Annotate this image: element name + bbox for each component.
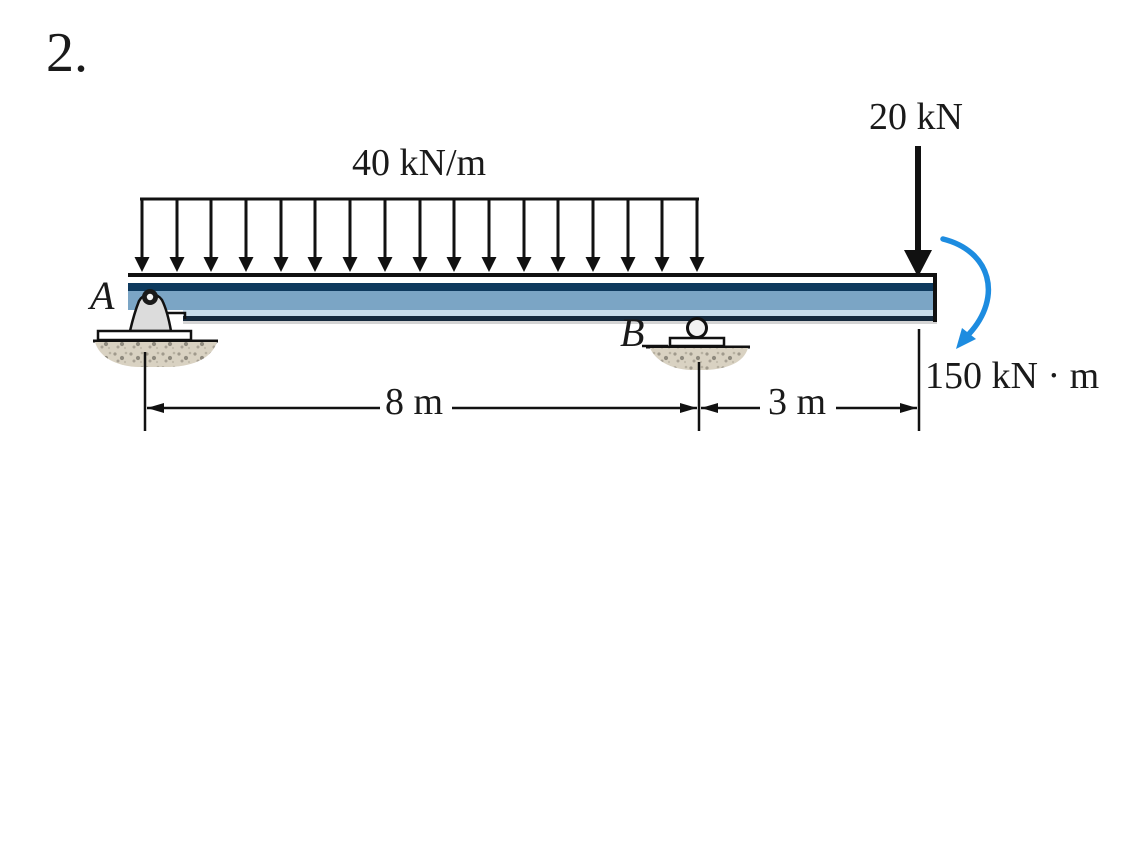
moment-arrow-icon [940, 236, 992, 349]
moment-value: 150 kN · m [925, 355, 1100, 397]
beam [128, 273, 937, 324]
point-load-arrow [904, 146, 932, 277]
dimension-3m: 3 m [768, 381, 827, 423]
dimension-lines [143, 329, 921, 431]
problem-number: 2. [46, 22, 88, 84]
beam-left-step [160, 311, 187, 319]
ground-hatch-a [95, 342, 217, 367]
point-load-value: 20 kN [869, 96, 963, 138]
distributed-load-value: 40 kN/m [352, 142, 487, 184]
support-a-label: A [90, 273, 115, 318]
pin-support-icon [93, 289, 218, 367]
dimension-8m: 8 m [385, 381, 444, 423]
ground-hatch-b [650, 348, 748, 370]
roller-support-icon [642, 317, 750, 370]
distributed-load-arrows [133, 197, 706, 274]
support-b-label: B [620, 310, 645, 355]
